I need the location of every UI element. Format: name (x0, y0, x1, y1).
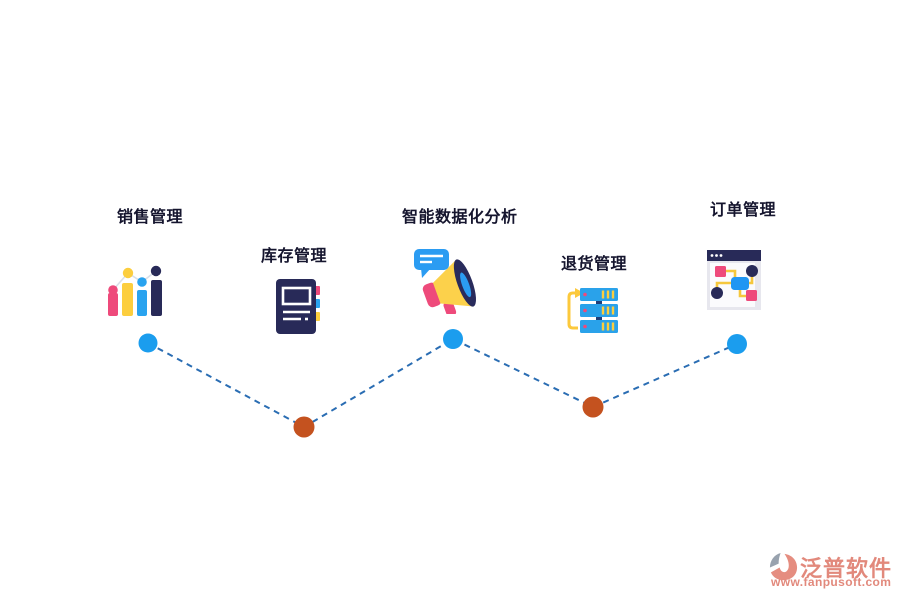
brand-logo-icon (769, 552, 798, 581)
timeline-dot (727, 334, 747, 354)
node-label-inventory: 库存管理 (261, 248, 328, 265)
timeline-dot (582, 396, 604, 418)
megaphone-icon (414, 249, 477, 314)
timeline-dot (138, 333, 158, 353)
timeline-dot (293, 416, 315, 438)
brand-url: www.fanpusoft.com (771, 575, 892, 589)
brand-name: 泛普软件 (800, 556, 893, 581)
notebook-icon (276, 279, 320, 334)
node-label-sales: 销售管理 (117, 209, 184, 226)
bar-chart-people-icon (108, 265, 162, 316)
node-label-orders: 订单管理 (710, 202, 777, 219)
browser-flowchart-icon (707, 250, 761, 310)
connector-line (147, 337, 738, 429)
node-label-returns: 退货管理 (561, 256, 628, 273)
timeline-dot (443, 329, 463, 349)
server-stack-icon (567, 288, 618, 333)
node-label-analysis: 智能数据化分析 (402, 209, 518, 226)
